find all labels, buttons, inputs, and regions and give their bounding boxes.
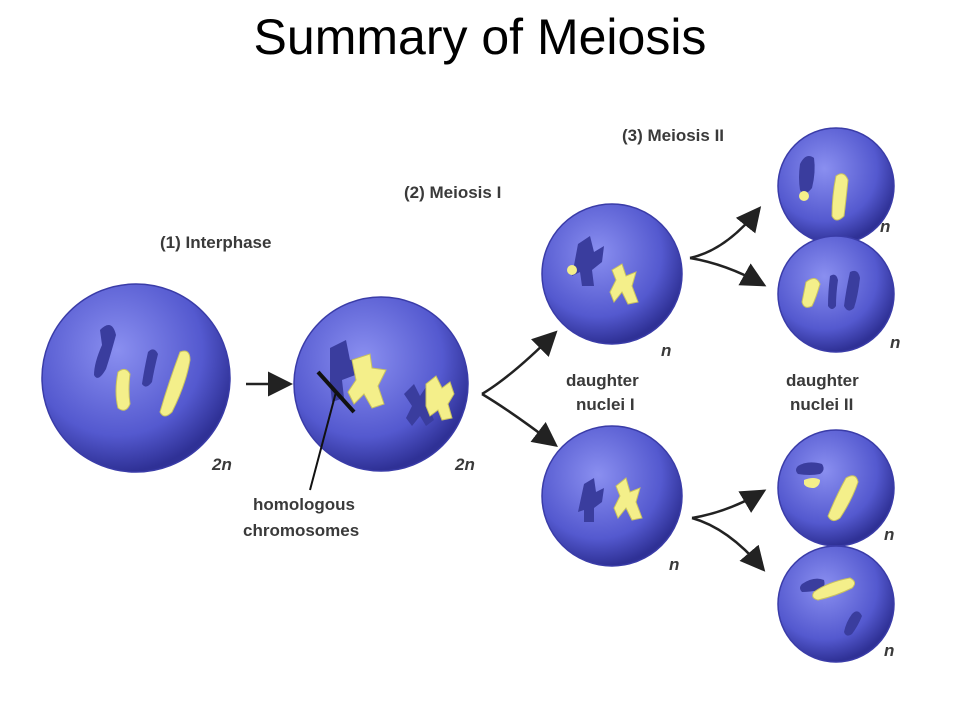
label-daughter-2-line2: nuclei II: [790, 395, 853, 414]
label-meiosis-1: (2) Meiosis I: [404, 183, 501, 202]
label-interphase: (1) Interphase: [160, 233, 271, 252]
cell-daughter-2-d: n: [777, 545, 895, 663]
label-daughter-2-line1: daughter: [786, 371, 859, 390]
cell-daughter-2-c: n: [777, 429, 895, 547]
label-homologous-2: chromosomes: [243, 521, 359, 540]
label-daughter-1-line2: nuclei I: [576, 395, 635, 414]
arrow-to-daughter-2-b: [689, 256, 767, 287]
ploidy-label: 2n: [211, 455, 232, 474]
ploidy-label: n: [884, 641, 894, 660]
label-daughter-1-line1: daughter: [566, 371, 639, 390]
cell-meiosis-1: 2n: [293, 296, 475, 491]
ploidy-label: n: [880, 217, 890, 236]
arrow-to-daughter-1-bottom: [481, 392, 558, 448]
arrow-to-daughter-2-c: [691, 489, 767, 520]
ploidy-label: n: [661, 341, 671, 360]
ploidy-label: n: [890, 333, 900, 352]
page-title: Summary of Meiosis: [253, 9, 707, 65]
label-homologous-1: homologous: [253, 495, 355, 514]
ploidy-label: n: [884, 525, 894, 544]
cell-daughter-1-bottom: n: [541, 425, 683, 574]
cell-daughter-1-top: n: [541, 203, 683, 360]
cell-interphase: 2n: [41, 283, 232, 474]
arrow-to-daughter-2-a: [689, 206, 762, 260]
cell-daughter-2-a: n: [777, 127, 895, 245]
ploidy-label: 2n: [454, 455, 475, 474]
ploidy-label: n: [669, 555, 679, 574]
arrow-to-daughter-2-d: [691, 516, 766, 572]
arrow-to-daughter-1-top: [481, 330, 558, 396]
cell-daughter-2-b: n: [777, 235, 900, 353]
label-meiosis-2: (3) Meiosis II: [622, 126, 724, 145]
